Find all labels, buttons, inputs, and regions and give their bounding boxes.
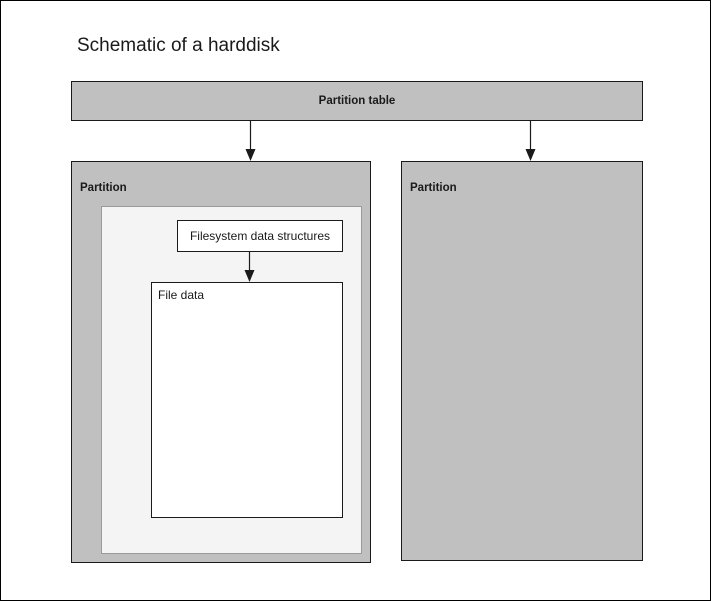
arrowhead-icon [525, 149, 536, 161]
node-file-data[interactable]: File data [151, 282, 343, 518]
node-filesystem-data-structures[interactable]: Filesystem data structures [177, 220, 343, 252]
node-partition-left-label: Partition [80, 182, 127, 194]
edge-partition-table-to-partition-left [245, 121, 256, 161]
node-partition-right[interactable]: Partition [401, 161, 643, 561]
node-filesystem-data-structures-label: Filesystem data structures [189, 229, 331, 243]
node-file-data-label: File data [158, 288, 205, 302]
page-title: Schematic of a harddisk [77, 35, 280, 56]
node-partition-table[interactable]: Partition table [71, 81, 643, 121]
node-partition-right-label: Partition [410, 182, 457, 194]
node-partition-table-label: Partition table [318, 95, 396, 107]
arrowhead-icon [245, 149, 256, 161]
edge-partition-table-to-partition-right [525, 121, 536, 161]
